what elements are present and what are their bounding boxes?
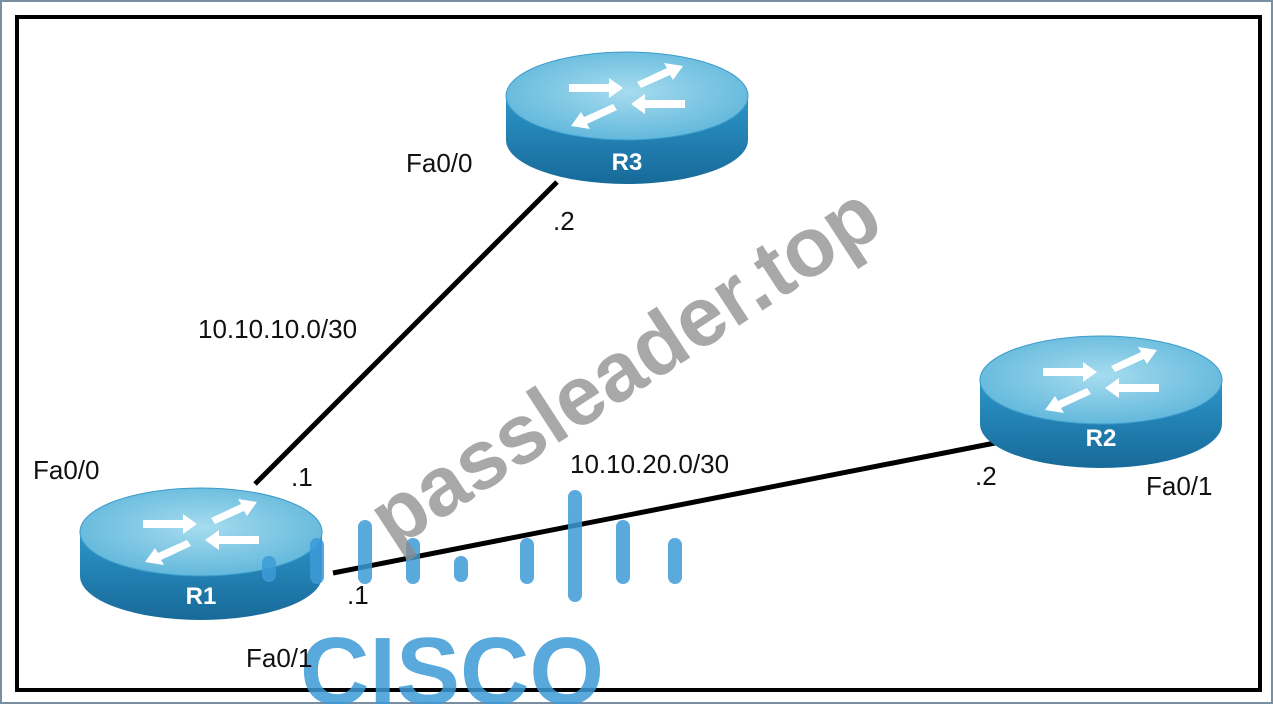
diagram-border [15, 15, 1262, 692]
r3-host-address: .2 [553, 206, 575, 236]
r1-interface-fa01: Fa0/1 [246, 643, 313, 673]
cisco-logo-watermark: CISCO [262, 490, 682, 704]
r1-host-address-fa01: .1 [347, 580, 369, 610]
cisco-bars-icon [262, 490, 682, 602]
network-label-r1-r3: 10.10.10.0/30 [198, 314, 358, 344]
router-r1-label: R1 [186, 583, 217, 610]
r3-interface-fa00: Fa0/0 [406, 148, 473, 178]
r2-interface-fa01: Fa0/1 [1146, 471, 1213, 501]
r1-interface-fa00: Fa0/0 [33, 455, 100, 485]
r1-host-address-fa00: .1 [291, 462, 313, 492]
router-r2-label: R2 [1086, 425, 1117, 452]
router-r2[interactable]: R2 [979, 335, 1223, 468]
watermark-text: passleader.top [352, 166, 897, 565]
r2-host-address: .2 [975, 461, 997, 491]
router-r1[interactable]: R1 [79, 487, 323, 620]
network-label-r1-r2: 10.10.20.0/30 [570, 449, 730, 479]
link-r1-r2 [332, 439, 1001, 576]
link-r1-r3 [253, 180, 559, 486]
router-r3[interactable]: R3 [505, 51, 749, 184]
router-r3-label: R3 [612, 149, 643, 176]
cisco-logo-text: CISCO [300, 618, 604, 704]
